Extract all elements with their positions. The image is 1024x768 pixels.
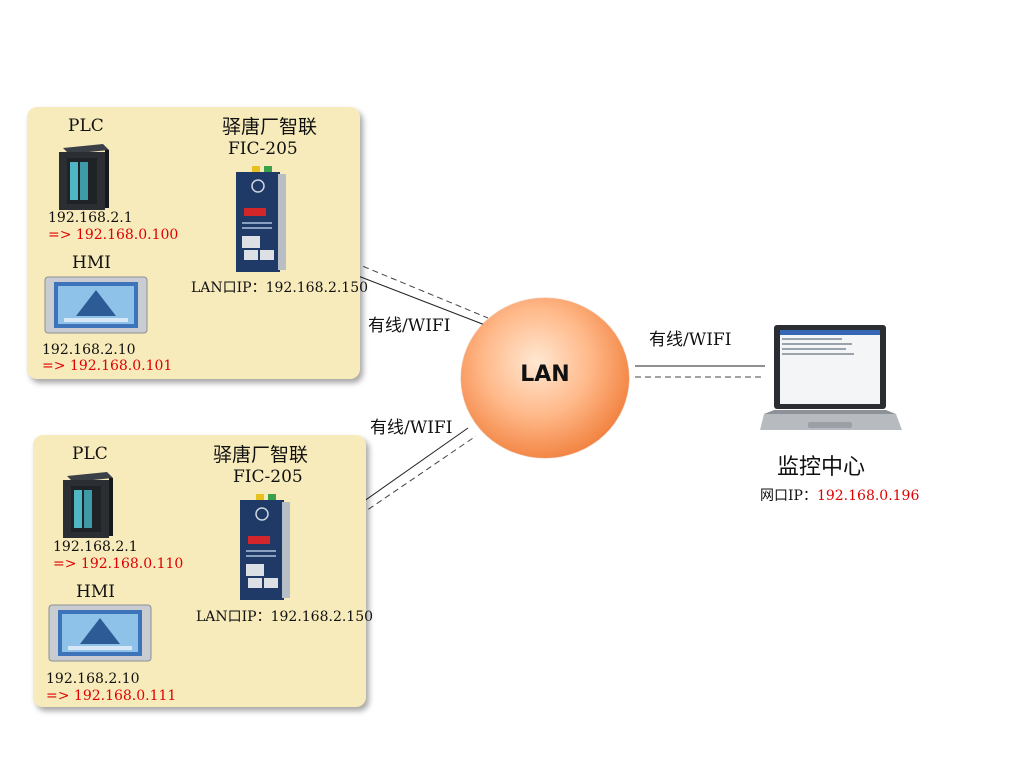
monitor-ip-label: 网口IP： bbox=[760, 488, 817, 504]
monitor-title: 监控中心 bbox=[777, 455, 866, 480]
plc-label: PLC bbox=[72, 444, 108, 464]
link-label: 有线/WIFI bbox=[368, 316, 451, 336]
monitor-ip-value: 192.168.0.196 bbox=[816, 488, 920, 504]
plc-ip: 192.168.2.1 bbox=[53, 539, 138, 555]
hmi-icon bbox=[48, 604, 152, 662]
lan-sphere bbox=[461, 298, 629, 458]
hmi-ip: 192.168.2.10 bbox=[42, 342, 136, 358]
gateway-model: FIC-205 bbox=[228, 139, 298, 159]
gateway-device-icon bbox=[236, 166, 286, 272]
gateway-model: FIC-205 bbox=[233, 467, 303, 487]
gateway-lan-ip: LAN口IP：192.168.2.150 bbox=[191, 280, 369, 296]
plc-ip: 192.168.2.1 bbox=[48, 210, 133, 226]
hmi-label: HMI bbox=[72, 253, 111, 273]
monitor-link-label: 有线/WIFI bbox=[649, 330, 732, 350]
gateway-name: 驿唐厂智联 bbox=[213, 444, 309, 466]
plc-mapped-ip: => 192.168.0.110 bbox=[53, 556, 184, 572]
gateway-name: 驿唐厂智联 bbox=[222, 116, 318, 138]
lan-label: LAN bbox=[520, 362, 570, 387]
bottom-wifi-link bbox=[293, 435, 477, 561]
hmi-icon bbox=[44, 276, 148, 334]
gateway-device-icon bbox=[240, 494, 290, 600]
gateway-lan-ip: LAN口IP：192.168.2.150 bbox=[196, 609, 374, 625]
plc-icon bbox=[63, 472, 113, 538]
hmi-mapped-ip: => 192.168.0.111 bbox=[46, 688, 177, 704]
plc-label: PLC bbox=[68, 116, 104, 136]
hmi-mapped-ip: => 192.168.0.101 bbox=[42, 358, 173, 374]
hmi-ip: 192.168.2.10 bbox=[46, 671, 140, 687]
monitor-ip-row: 网口IP：192.168.0.196 bbox=[760, 488, 919, 504]
plc-mapped-ip: => 192.168.0.100 bbox=[48, 227, 179, 243]
plc-icon bbox=[59, 144, 109, 210]
top-wifi-link bbox=[279, 231, 489, 319]
laptop-icon bbox=[760, 325, 902, 430]
link-label: 有线/WIFI bbox=[370, 418, 453, 438]
hmi-label: HMI bbox=[76, 582, 115, 602]
